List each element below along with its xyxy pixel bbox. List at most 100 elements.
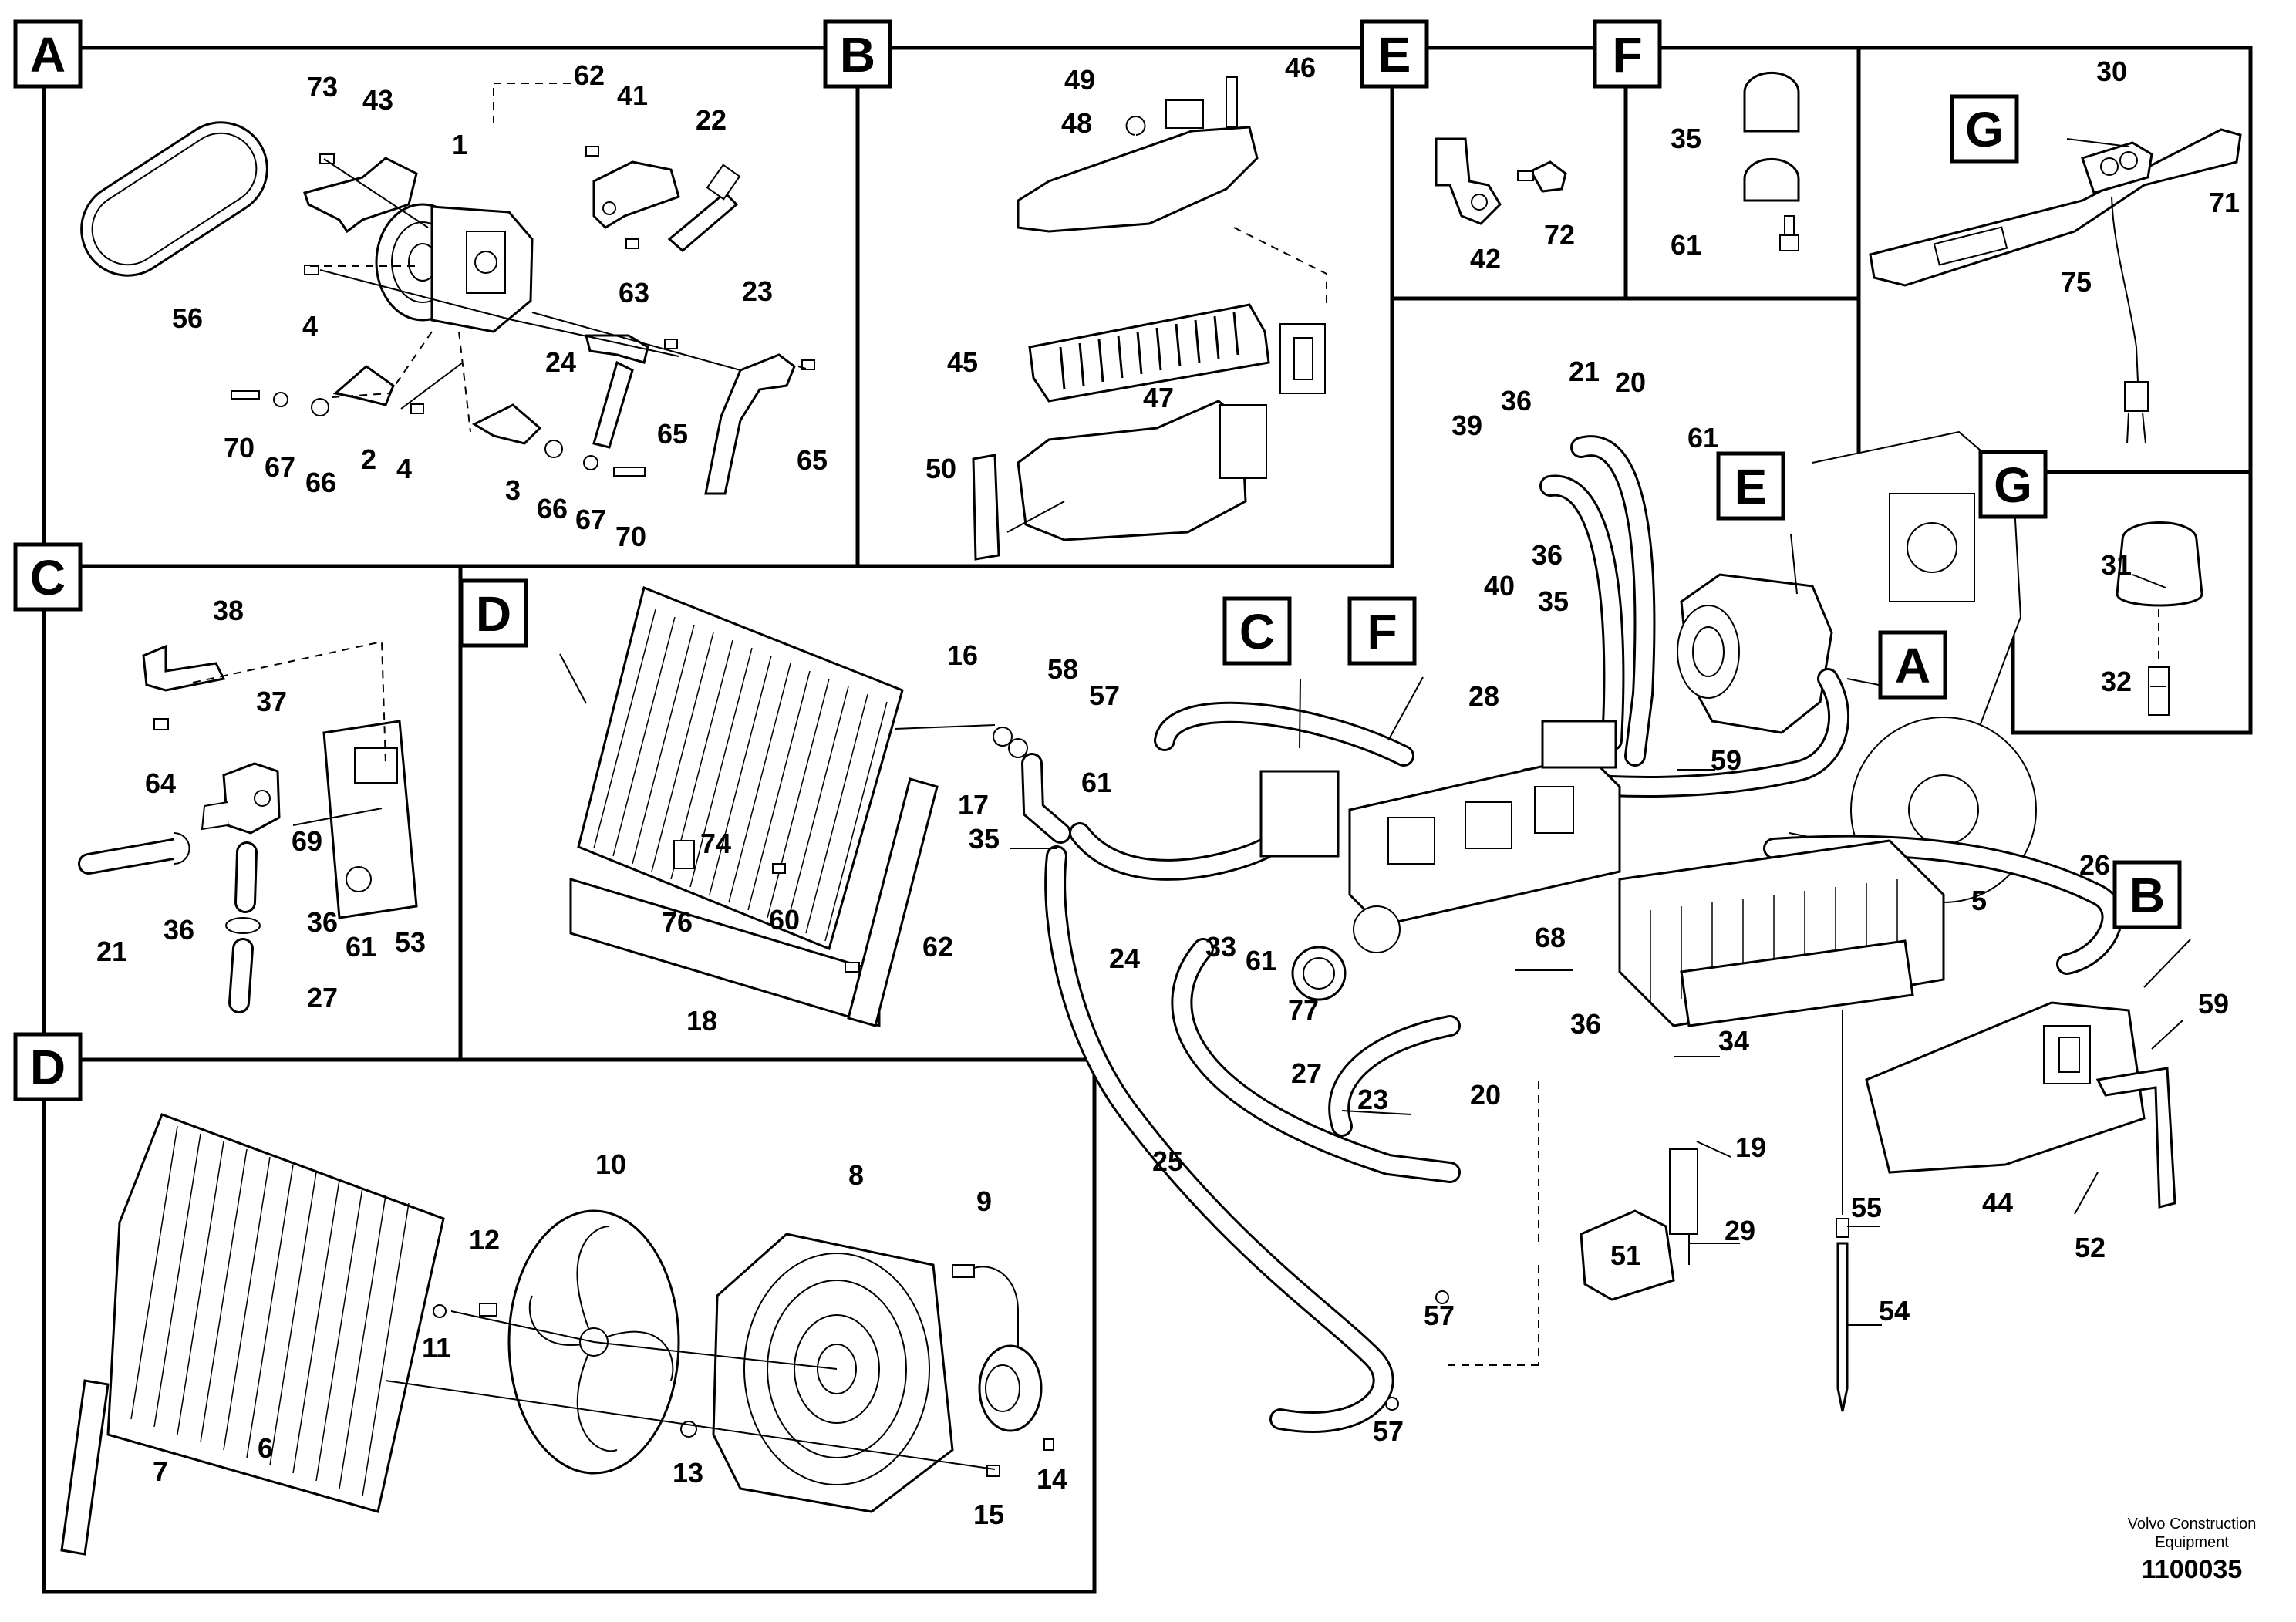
- part-number-28: 28: [1468, 680, 1499, 712]
- part-number-26: 26: [2079, 849, 2110, 881]
- part-number-60: 60: [769, 904, 800, 936]
- part-number-5: 5: [1971, 885, 1987, 916]
- part-number-36: 36: [164, 914, 194, 946]
- part-number-40: 40: [1484, 570, 1515, 602]
- callout-e: E: [1716, 451, 1785, 521]
- callout-box: [2112, 860, 2182, 929]
- section-labels: A B E F C D G D: [13, 19, 2048, 1101]
- callout-box: [1950, 94, 2019, 164]
- section-label-d: D: [13, 1032, 83, 1101]
- part-number-15: 15: [973, 1499, 1004, 1530]
- part-number-3: 3: [505, 474, 521, 506]
- part-number-33: 33: [1205, 931, 1236, 963]
- section-label-letter: A: [30, 27, 66, 83]
- part-number-45: 45: [947, 346, 978, 378]
- callout-letter: C: [1239, 604, 1275, 659]
- footer: Volvo Construction Equipment 1100035: [2128, 1516, 2257, 1584]
- callout-f: F: [1347, 596, 1417, 666]
- part-number-61: 61: [1081, 767, 1112, 798]
- main-assembly: [1044, 430, 2176, 1433]
- part-number-56: 56: [172, 302, 203, 334]
- part-number-31: 31: [2101, 549, 2132, 581]
- part-number-36: 36: [307, 906, 338, 938]
- part-number-4: 4: [396, 453, 412, 484]
- panel-frames: [42, 46, 2253, 1594]
- part-number-7: 7: [153, 1455, 168, 1487]
- part-number-29: 29: [1725, 1215, 1755, 1246]
- part-number-12: 12: [469, 1224, 500, 1256]
- section-label-box: [13, 19, 83, 89]
- section-label-letter: C: [30, 550, 66, 605]
- part-number-21: 21: [96, 936, 127, 967]
- part-number-39: 39: [1451, 410, 1482, 441]
- part-number-34: 34: [1718, 1025, 1749, 1057]
- part-number-48: 48: [1061, 107, 1092, 139]
- part-number-42: 42: [1470, 243, 1501, 275]
- section-label-box: [1360, 19, 1429, 89]
- part-number-9: 9: [976, 1185, 992, 1217]
- panel-f-clamp: [1743, 71, 1800, 251]
- callout-letter: E: [1735, 459, 1768, 514]
- part-number-44: 44: [1982, 1187, 2013, 1219]
- part-number-25: 25: [1152, 1145, 1183, 1177]
- section-label-e: E: [1360, 19, 1429, 89]
- part-number-8: 8: [848, 1159, 864, 1191]
- part-number-59: 59: [1711, 744, 1741, 776]
- section-label-box: [459, 578, 528, 648]
- part-number-65: 65: [797, 444, 828, 476]
- section-label-d: D: [459, 578, 528, 648]
- part-number-61: 61: [1687, 422, 1718, 454]
- part-number-77: 77: [1288, 994, 1319, 1026]
- part-number-61: 61: [1671, 229, 1701, 261]
- part-number-36: 36: [1532, 539, 1563, 571]
- section-label-f: F: [1593, 19, 1662, 89]
- part-number-6: 6: [258, 1432, 273, 1464]
- part-number-41: 41: [617, 79, 648, 111]
- section-label-c: C: [13, 542, 83, 612]
- section-label-box: [1978, 450, 2048, 519]
- part-number-64: 64: [145, 767, 176, 799]
- part-number-72: 72: [1544, 219, 1575, 251]
- part-number-76: 76: [662, 906, 693, 938]
- section-label-g: G: [1978, 450, 2048, 519]
- part-number-18: 18: [686, 1005, 717, 1037]
- part-number-14: 14: [1037, 1463, 1067, 1495]
- part-number-61: 61: [346, 931, 376, 963]
- callout-box: [1222, 596, 1292, 666]
- part-number-58: 58: [1047, 653, 1078, 685]
- part-number-59: 59: [2198, 988, 2229, 1020]
- part-number-63: 63: [619, 277, 649, 309]
- section-label-letter: B: [840, 27, 875, 83]
- part-number-35: 35: [1671, 123, 1701, 154]
- panel-a-compressor: [80, 83, 815, 495]
- section-label-letter: G: [1994, 457, 2032, 513]
- callout-b: B: [2112, 860, 2182, 929]
- part-number-66: 66: [537, 493, 568, 524]
- part-number-10: 10: [595, 1148, 626, 1180]
- part-number-16: 16: [947, 639, 978, 671]
- part-number-21: 21: [1569, 356, 1600, 387]
- part-number-37: 37: [256, 686, 287, 717]
- part-number-20: 20: [1615, 366, 1646, 398]
- panel-c-valve: [78, 640, 418, 1013]
- part-number-24: 24: [545, 346, 576, 378]
- part-number-19: 19: [1735, 1131, 1766, 1163]
- panel-g-knob: [2116, 521, 2203, 716]
- part-number-27: 27: [1291, 1057, 1322, 1089]
- part-number-1: 1: [452, 129, 467, 160]
- part-number-57: 57: [1373, 1415, 1404, 1447]
- part-number-65: 65: [657, 418, 688, 450]
- part-number-38: 38: [213, 595, 244, 626]
- part-number-51: 51: [1610, 1239, 1641, 1271]
- part-number-68: 68: [1535, 922, 1566, 953]
- callout-letter: F: [1367, 604, 1397, 659]
- part-number-69: 69: [292, 825, 322, 857]
- part-number-66: 66: [305, 467, 336, 498]
- callout-g: G: [1950, 94, 2019, 164]
- part-number-23: 23: [742, 275, 773, 307]
- panel-d-fan: [60, 1113, 1054, 1556]
- section-label-letter: D: [30, 1040, 66, 1095]
- section-label-box: [13, 542, 83, 612]
